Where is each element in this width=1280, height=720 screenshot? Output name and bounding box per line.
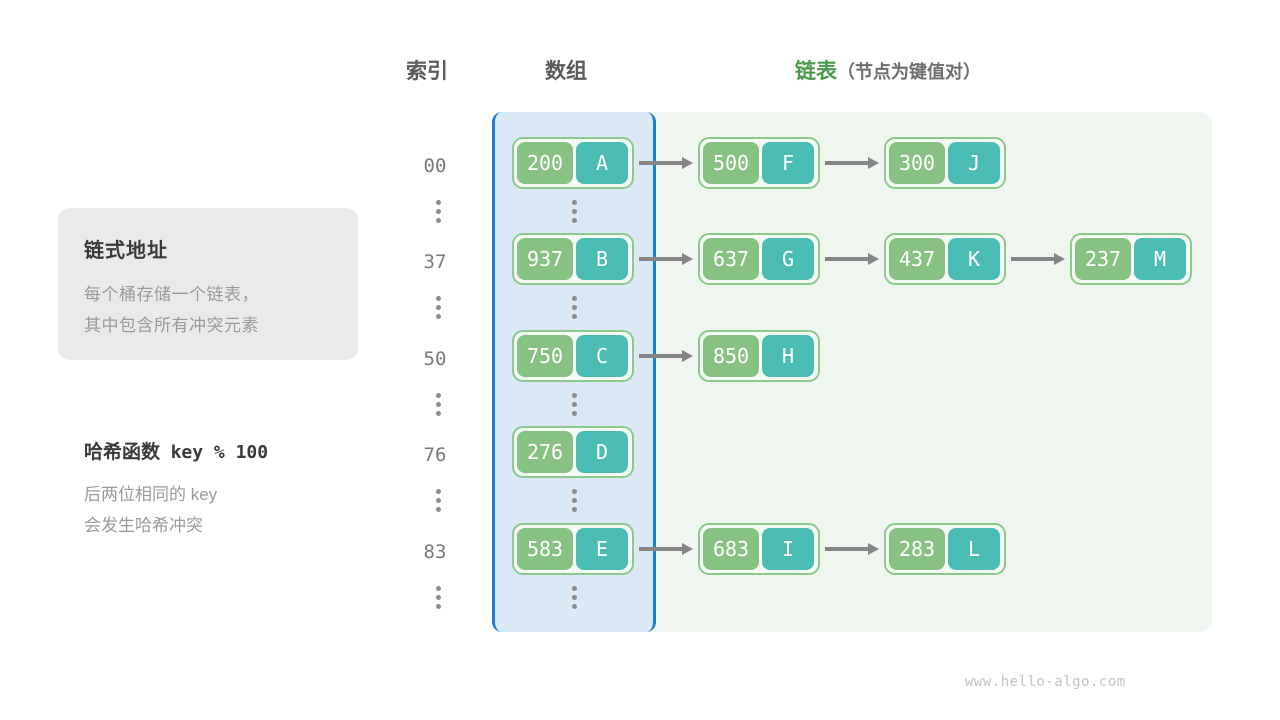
array-ellipsis: [567, 393, 581, 416]
bucket-index-label: 37: [423, 251, 447, 273]
next-pointer-arrow: [825, 543, 879, 555]
node-key: 237: [1075, 238, 1131, 280]
watermark: www.hello-algo.com: [965, 674, 1126, 690]
array-ellipsis: [567, 586, 581, 609]
node-value: D: [576, 431, 628, 473]
next-pointer-arrow: [825, 157, 879, 169]
node-value: G: [762, 238, 814, 280]
node-key: 937: [517, 238, 573, 280]
node-key: 683: [703, 528, 759, 570]
hash-note-line-2: 会发生哈希冲突: [84, 516, 203, 535]
node-value: B: [576, 238, 628, 280]
bucket-index-label: 50: [423, 348, 447, 370]
node-value: I: [762, 528, 814, 570]
next-pointer-arrow: [639, 350, 693, 362]
node-value: L: [948, 528, 1000, 570]
node-key: 500: [703, 142, 759, 184]
node-key: 276: [517, 431, 573, 473]
index-ellipsis: [431, 489, 445, 512]
node-value: H: [762, 335, 814, 377]
node-key: 850: [703, 335, 759, 377]
index-ellipsis: [431, 393, 445, 416]
node-value: C: [576, 335, 628, 377]
hash-function-title: 哈希函数 key % 100: [84, 437, 268, 464]
next-pointer-arrow: [639, 543, 693, 555]
array-ellipsis: [567, 200, 581, 223]
node-value: J: [948, 142, 1000, 184]
hash-note-line-1: 后两位相同的 key: [84, 485, 218, 504]
info-card-line-2: 其中包含所有冲突元素: [84, 316, 259, 335]
linkedlist-header-main: 链表: [795, 60, 837, 83]
node-key: 200: [517, 142, 573, 184]
array-ellipsis: [567, 296, 581, 319]
next-pointer-arrow: [639, 157, 693, 169]
next-pointer-arrow: [1011, 253, 1065, 265]
node-key: 300: [889, 142, 945, 184]
hash-function-label: 哈希函数: [84, 442, 161, 463]
column-header-linkedlist: 链表（节点为键值对）: [795, 55, 981, 85]
bucket-index-label: 83: [423, 541, 447, 563]
array-ellipsis: [567, 489, 581, 512]
info-card-body: 每个桶存储一个链表， 其中包含所有冲突元素: [84, 279, 354, 341]
index-ellipsis: [431, 586, 445, 609]
node-value: F: [762, 142, 814, 184]
next-pointer-arrow: [639, 253, 693, 265]
hash-function-expression: key % 100: [170, 442, 269, 463]
next-pointer-arrow: [825, 253, 879, 265]
linkedlist-header-sub: （节点为键值对）: [837, 62, 981, 82]
node-key: 283: [889, 528, 945, 570]
index-ellipsis: [431, 296, 445, 319]
hash-function-note: 后两位相同的 key 会发生哈希冲突: [84, 479, 374, 541]
node-key: 437: [889, 238, 945, 280]
node-key: 583: [517, 528, 573, 570]
bucket-index-label: 76: [423, 444, 447, 466]
node-value: A: [576, 142, 628, 184]
node-key: 637: [703, 238, 759, 280]
column-header-array: 数组: [545, 60, 587, 83]
info-card: [58, 208, 358, 360]
node-value: K: [948, 238, 1000, 280]
info-card-title: 链式地址: [84, 240, 168, 262]
node-value: M: [1134, 238, 1186, 280]
column-header-index: 索引: [406, 60, 448, 83]
node-value: E: [576, 528, 628, 570]
node-key: 750: [517, 335, 573, 377]
info-card-line-1: 每个桶存储一个链表，: [84, 285, 259, 304]
bucket-index-label: 00: [423, 155, 447, 177]
index-ellipsis: [431, 200, 445, 223]
